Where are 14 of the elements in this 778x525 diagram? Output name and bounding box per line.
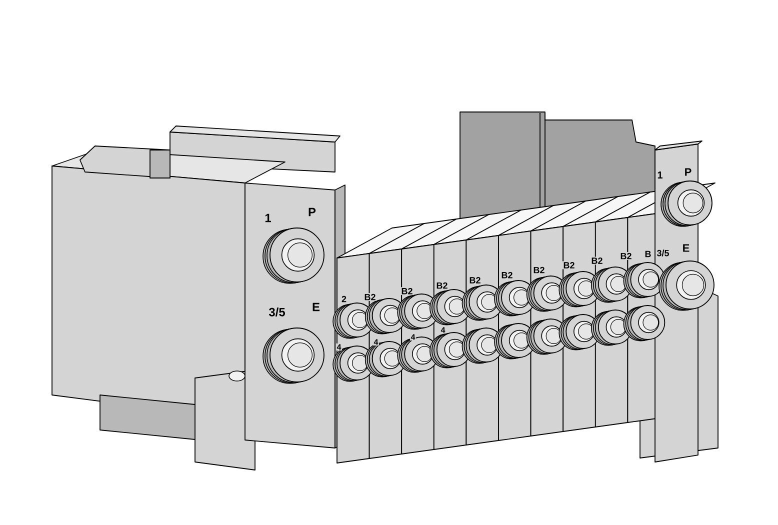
port-label: B2 (532, 266, 546, 274)
port-label: B2 (619, 252, 633, 260)
port-label: P (307, 207, 317, 217)
port-label: B2 (363, 293, 377, 301)
port-label: 4 (440, 326, 446, 334)
port-label: 4 (372, 338, 380, 346)
port-label: 2 (340, 295, 348, 303)
port-label: 4 (336, 343, 342, 351)
port-label: B2 (500, 271, 514, 280)
port-label: B2 (400, 287, 414, 296)
port-label: E (311, 302, 321, 312)
port-label: 4 (410, 333, 416, 341)
port-label: B2 (435, 282, 449, 290)
port-label: 3/5 (268, 306, 286, 318)
